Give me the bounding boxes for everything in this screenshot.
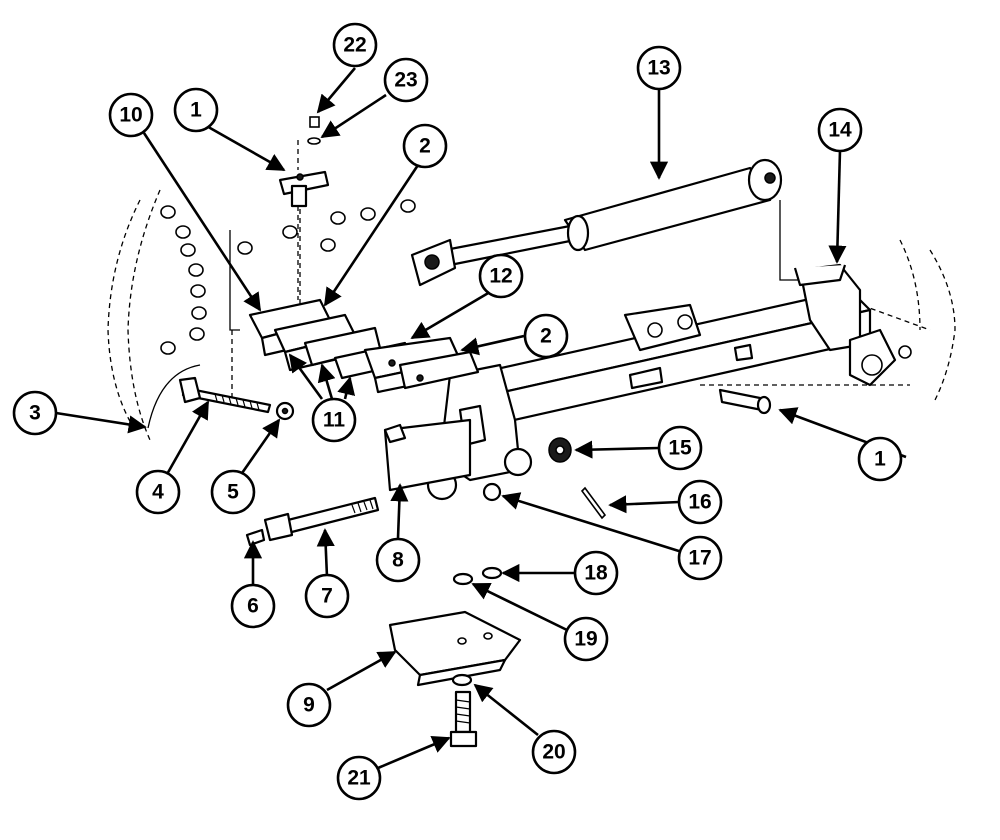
- svg-text:10: 10: [119, 104, 142, 127]
- svg-text:4: 4: [152, 481, 164, 504]
- svg-text:14: 14: [828, 119, 852, 142]
- callout-19: 19: [563, 616, 609, 662]
- callout-21: 21: [336, 755, 382, 801]
- svg-text:22: 22: [343, 34, 366, 57]
- callout-12: 12: [478, 253, 524, 299]
- top-pin-bracket: [278, 140, 330, 300]
- screw-and-washer-top: [307, 116, 321, 145]
- shim-stack: [248, 298, 480, 394]
- long-bolt: [178, 376, 295, 421]
- callout-6: 6: [230, 583, 276, 629]
- svg-text:23: 23: [394, 69, 417, 92]
- svg-text:17: 17: [688, 547, 711, 570]
- callouts: 1 1 2 2 3 4 5 6 7 8 9 10 11 12 13 14 15 …: [12, 22, 903, 801]
- svg-text:9: 9: [303, 694, 315, 717]
- wire-spring: [147, 364, 201, 429]
- callout-3: 3: [12, 390, 58, 436]
- wear-pad: [388, 610, 522, 687]
- svg-text:13: 13: [647, 57, 670, 80]
- svg-text:2: 2: [540, 325, 552, 348]
- small-washers: [452, 566, 503, 586]
- callout-11: 11: [311, 397, 357, 443]
- callout-14: 14: [817, 107, 863, 153]
- hydraulic-cylinder: [410, 158, 783, 287]
- callout-8: 8: [375, 537, 421, 583]
- callout-10: 10: [108, 92, 154, 138]
- svg-text:11: 11: [323, 409, 346, 432]
- svg-text:6: 6: [247, 595, 259, 618]
- callout-18: 18: [573, 550, 619, 596]
- svg-text:15: 15: [668, 437, 692, 460]
- callout-15: 15: [657, 425, 703, 471]
- frame-bolt-heads: [160, 199, 416, 355]
- bottom-bolt: [449, 673, 478, 748]
- callout-1: 1: [173, 87, 219, 133]
- callout-13: 13: [636, 45, 682, 91]
- callout-5: 5: [210, 469, 256, 515]
- plate: [383, 418, 472, 492]
- callout-2: 2: [402, 123, 448, 169]
- callout-16: 16: [677, 479, 723, 525]
- svg-text:21: 21: [347, 767, 371, 790]
- main-beam: [468, 263, 912, 427]
- callout-23: 23: [383, 57, 429, 103]
- callout-22: 22: [332, 22, 378, 68]
- svg-text:20: 20: [542, 741, 565, 764]
- svg-text:16: 16: [688, 491, 711, 514]
- svg-text:18: 18: [584, 562, 608, 585]
- callout-7: 7: [304, 573, 350, 619]
- svg-text:7: 7: [321, 585, 333, 608]
- svg-text:5: 5: [227, 481, 239, 504]
- svg-text:19: 19: [574, 628, 597, 651]
- svg-text:1: 1: [874, 448, 886, 471]
- shoulder-pin: [245, 496, 380, 547]
- callout-2: 2: [523, 313, 569, 359]
- callout-4: 4: [135, 469, 181, 515]
- svg-text:2: 2: [419, 135, 431, 158]
- callout-9: 9: [286, 682, 332, 728]
- right-hardware: [482, 388, 772, 520]
- callout-20: 20: [531, 729, 577, 775]
- svg-text:1: 1: [190, 99, 202, 122]
- svg-text:8: 8: [392, 549, 404, 572]
- leader-lines: [55, 67, 907, 770]
- svg-text:3: 3: [29, 402, 41, 425]
- callout-1: 1: [857, 436, 903, 482]
- svg-text:12: 12: [489, 265, 512, 288]
- callout-17: 17: [677, 535, 723, 581]
